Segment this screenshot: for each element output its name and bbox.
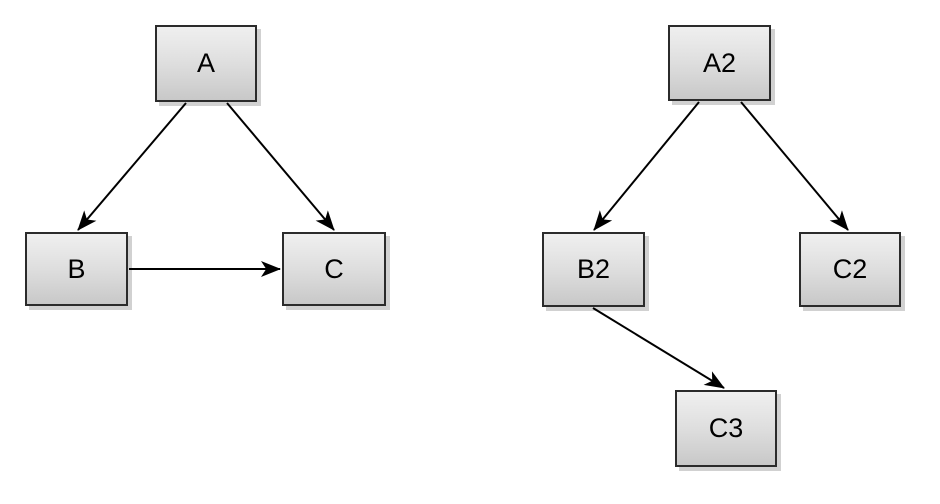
- node-label-a2: A2: [702, 47, 737, 78]
- node-label-a: A: [196, 48, 215, 78]
- edges-group: [77, 101, 849, 389]
- node-label-c3: C3: [708, 413, 744, 443]
- node-c3[interactable]: C3: [675, 390, 777, 467]
- node-c[interactable]: C: [282, 232, 386, 306]
- node-a2[interactable]: A2: [668, 25, 771, 101]
- edge-a-b[interactable]: [77, 102, 187, 231]
- edge-a-c[interactable]: [226, 102, 335, 231]
- node-a[interactable]: A: [155, 25, 257, 102]
- node-b2[interactable]: B2: [542, 232, 645, 307]
- node-label-b: B: [67, 253, 86, 284]
- node-label-b2: B2: [576, 254, 611, 284]
- node-b[interactable]: B: [25, 232, 128, 306]
- edge-a2-c2[interactable]: [740, 101, 849, 231]
- node-label-c2: C2: [832, 254, 868, 284]
- node-c2[interactable]: C2: [799, 232, 901, 307]
- node-label-c: C: [324, 253, 344, 284]
- edge-b2-c3[interactable]: [592, 307, 725, 389]
- edge-a2-b2[interactable]: [593, 101, 700, 231]
